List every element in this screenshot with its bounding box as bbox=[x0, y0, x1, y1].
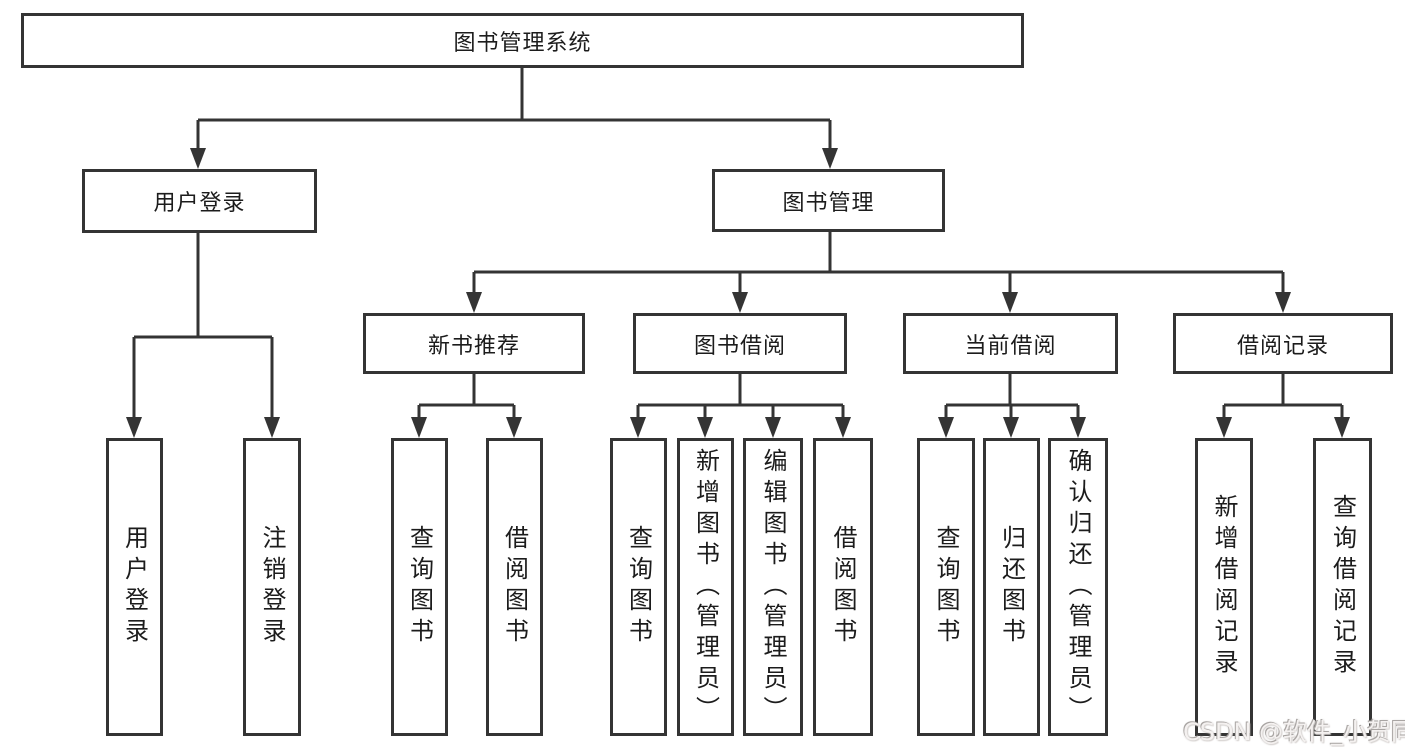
leaf-label: 查询图书 bbox=[624, 525, 653, 649]
leaf-borrow-add-books-admin: 新增图书（管理员） bbox=[677, 438, 734, 736]
leaf-user-login: 用户登录 bbox=[106, 438, 163, 736]
node-label: 图书管理 bbox=[782, 190, 875, 216]
leaf-label: 新增借阅记录 bbox=[1210, 494, 1238, 680]
node-label: 借阅记录 bbox=[1236, 333, 1329, 359]
leaf-logout: 注销登录 bbox=[243, 438, 301, 736]
node-label: 当前借阅 bbox=[964, 333, 1057, 359]
leaf-current-query-books: 查询图书 bbox=[917, 438, 975, 736]
leaf-record-query-borrow-record: 查询借阅记录 bbox=[1313, 438, 1372, 736]
leaf-label: 归还图书 bbox=[997, 525, 1026, 649]
leaf-label: 编辑图书（管理员） bbox=[759, 447, 787, 727]
leaf-label: 借阅图书 bbox=[500, 525, 529, 649]
leaf-borrow-query-books: 查询图书 bbox=[610, 438, 667, 736]
leaf-label: 查询图书 bbox=[932, 525, 960, 649]
leaf-label: 借阅图书 bbox=[829, 525, 857, 649]
connector-root-to-level2 bbox=[196, 68, 832, 150]
leaf-current-return-books: 归还图书 bbox=[983, 438, 1040, 736]
watermark: CSDN @软件_小贺同学 bbox=[1183, 718, 1405, 746]
node-label: 用户登录 bbox=[153, 191, 246, 216]
leaf-borrow-borrow-books: 借阅图书 bbox=[813, 438, 873, 736]
connector-currentborrow-subtree bbox=[944, 374, 1080, 419]
leaf-label: 查询借阅记录 bbox=[1328, 494, 1357, 680]
node-label: 图书管理系统 bbox=[453, 30, 592, 56]
connector-newbook-subtree bbox=[417, 374, 516, 419]
leaf-record-add-borrow-record: 新增借阅记录 bbox=[1195, 438, 1253, 736]
node-root-library-management-system: 图书管理系统 bbox=[21, 13, 1024, 68]
node-book-management: 图书管理 bbox=[712, 169, 945, 232]
leaf-newbook-borrow-books: 借阅图书 bbox=[486, 438, 543, 736]
leaf-current-confirm-return-admin: 确认归还（管理员） bbox=[1048, 438, 1108, 736]
leaf-label: 注销登录 bbox=[258, 525, 286, 649]
node-current-borrowing: 当前借阅 bbox=[903, 313, 1118, 374]
leaf-label: 确认归还（管理员） bbox=[1064, 447, 1092, 727]
connector-borrowrecord-subtree bbox=[1222, 374, 1344, 419]
node-book-borrowing: 图书借阅 bbox=[633, 313, 847, 374]
leaf-borrow-edit-books-admin: 编辑图书（管理员） bbox=[743, 438, 803, 736]
node-new-book-recommendation: 新书推荐 bbox=[363, 313, 585, 374]
connector-userlogin-subtree bbox=[132, 233, 274, 419]
node-user-login: 用户登录 bbox=[82, 169, 317, 233]
leaf-label: 查询图书 bbox=[405, 525, 434, 649]
leaf-newbook-query-books: 查询图书 bbox=[391, 438, 448, 736]
connector-bookmgmt-to-level3 bbox=[472, 232, 1285, 294]
connector-bookborrow-subtree bbox=[636, 374, 845, 419]
node-borrowing-records: 借阅记录 bbox=[1173, 313, 1393, 374]
node-label: 图书借阅 bbox=[693, 333, 786, 359]
node-label: 新书推荐 bbox=[427, 333, 520, 359]
leaf-label: 用户登录 bbox=[120, 525, 149, 649]
leaf-label: 新增图书（管理员） bbox=[691, 447, 720, 727]
